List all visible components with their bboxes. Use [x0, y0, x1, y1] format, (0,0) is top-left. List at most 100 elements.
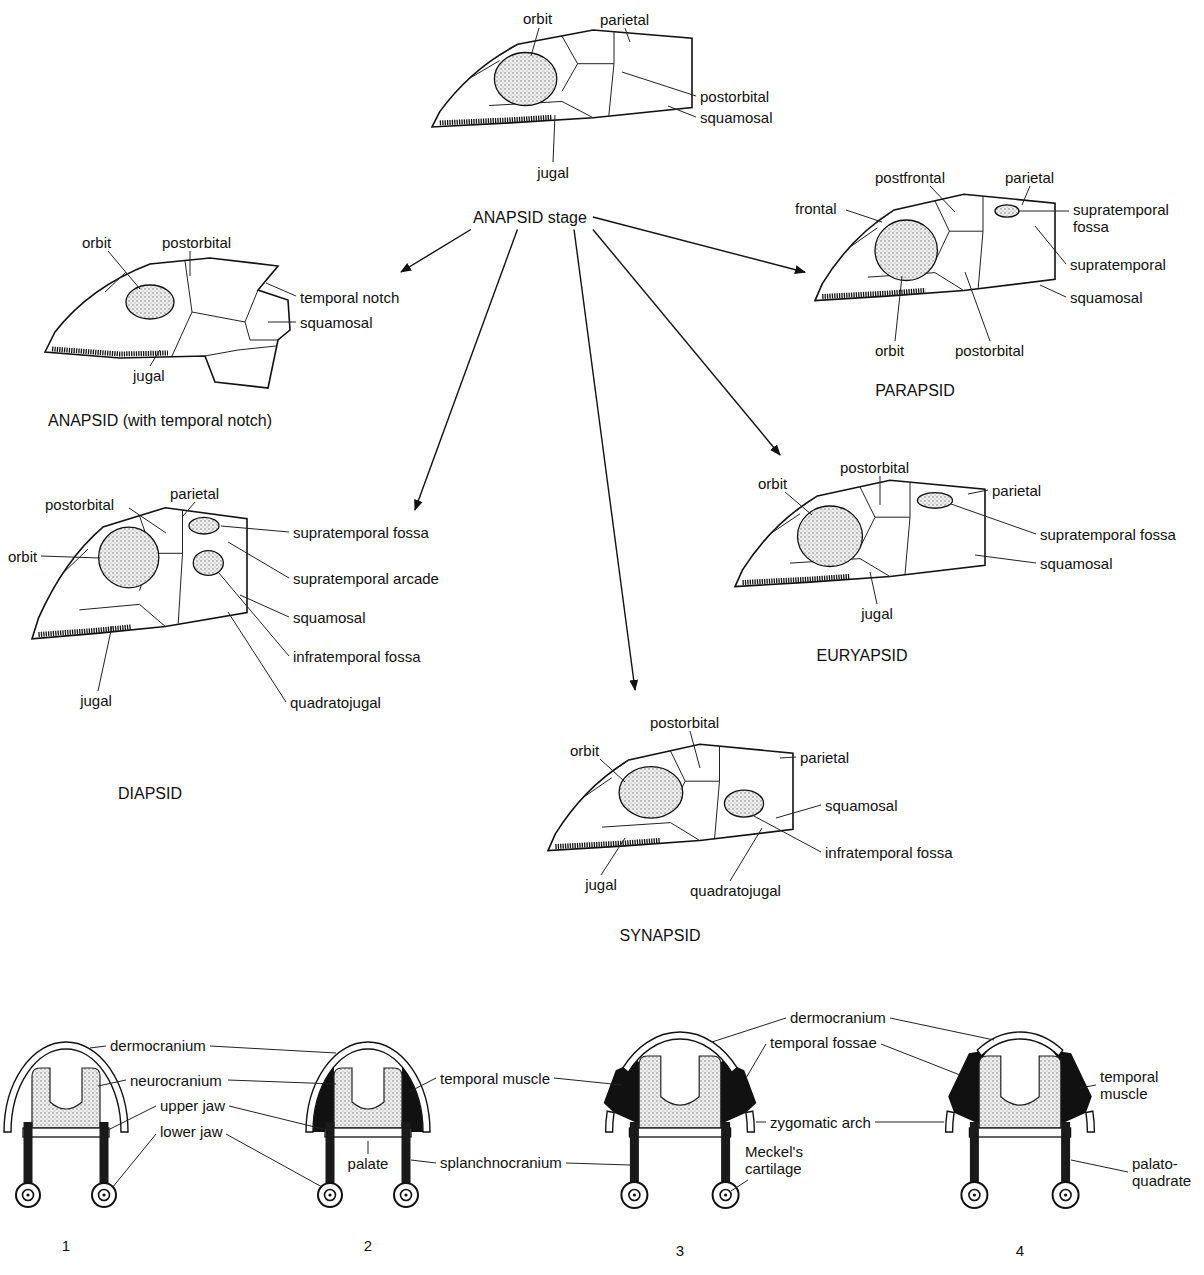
meckel-core [724, 1193, 727, 1196]
arrow-connector [593, 230, 780, 456]
leader-line [968, 490, 988, 494]
leader-line [1040, 285, 1066, 297]
part-label: temporal fossae [770, 1034, 877, 1051]
leader-line [625, 28, 630, 42]
teeth-row [440, 117, 552, 123]
meckel-core [404, 1193, 407, 1196]
orbit-opening [619, 767, 683, 819]
part-label: dermocranium [790, 1009, 886, 1026]
leader-line [895, 276, 902, 341]
leader-line [228, 1080, 336, 1084]
upper-jaw-bar [630, 1122, 639, 1182]
leader-lines [90, 1018, 1128, 1191]
meckel-cartilage [1060, 1190, 1071, 1201]
part-label: postorbital [700, 88, 769, 105]
part-label: upper jaw [160, 1097, 225, 1114]
meckel-cartilage [401, 1190, 412, 1201]
palate-bone [629, 1128, 730, 1137]
part-label: temporal muscle [440, 1070, 550, 1087]
leader-line [1022, 186, 1030, 205]
bone-suture [609, 64, 614, 116]
part-label: orbit [523, 10, 552, 27]
part-label: postorbital [955, 342, 1024, 359]
orbit-opening [99, 527, 159, 588]
part-label: squamosal [825, 797, 898, 814]
skull-outline [432, 30, 692, 127]
skull-cross-section [306, 1042, 430, 1207]
teeth-row [743, 576, 851, 582]
meckel-cartilage [720, 1190, 731, 1201]
leader-line [228, 612, 286, 702]
part-label: jugal [861, 605, 893, 622]
leader-line [98, 1080, 126, 1086]
bone-suture [860, 482, 910, 547]
lower-jaw [961, 1182, 987, 1208]
part-label: postorbital [162, 234, 231, 251]
bone-suture [849, 228, 878, 248]
bone-suture [978, 231, 983, 288]
dermocranium-bone [306, 1042, 430, 1132]
panel-caption: SYNAPSID [620, 926, 701, 945]
meckel-core [26, 1193, 29, 1196]
leader-line [228, 542, 289, 578]
upper-jaw-bar [970, 1122, 979, 1182]
leader-line [190, 251, 191, 276]
leader-line [890, 1018, 994, 1040]
orbit-opening [798, 506, 863, 566]
leader-line [785, 492, 812, 515]
leader-line [150, 350, 160, 366]
lower-jaw [394, 1183, 418, 1207]
bone-suture [105, 272, 126, 292]
leader-line [531, 28, 539, 56]
part-label: parietal [800, 749, 849, 766]
leader-line [846, 210, 882, 222]
upper-jaw-bar [100, 1122, 109, 1183]
skull-panel: SYNAPSID [540, 690, 1020, 950]
arrow-connector [401, 230, 471, 273]
skull-drawing [45, 251, 296, 388]
leader-line [730, 828, 762, 881]
leader-line [752, 815, 821, 852]
skull-outline [735, 480, 985, 586]
part-label: supratemporal arcade [293, 570, 439, 587]
leader-line [776, 805, 821, 818]
upper-jaw-bar [1061, 1122, 1070, 1182]
leader-line [41, 556, 100, 558]
part-label: neurocranium [130, 1072, 222, 1089]
bone-suture [770, 514, 800, 534]
meckel-core [102, 1193, 105, 1196]
meckel-cartilage [629, 1190, 640, 1201]
part-label: parietal [170, 485, 219, 502]
orbit-opening [875, 220, 937, 280]
skull-outline [548, 744, 793, 850]
skull-cross-section [4, 1042, 128, 1207]
bone-suture [84, 527, 103, 546]
neurocranium-block [979, 1056, 1061, 1128]
part-label: postorbital [45, 496, 114, 513]
teeth-row [52, 349, 168, 354]
temporal-fenestra [995, 205, 1019, 217]
part-label: dermocranium [110, 1037, 206, 1054]
figure-number: 2 [364, 1237, 372, 1254]
dermocranium-bone [606, 1111, 614, 1132]
orbit-opening [126, 285, 174, 319]
leader-line [746, 1044, 766, 1078]
part-label: infratemporal fossa [293, 648, 421, 665]
leader-line [229, 1106, 327, 1130]
skull-drawing [432, 28, 696, 162]
part-label: squamosal [1070, 289, 1143, 306]
teeth-row [822, 290, 925, 296]
upper-jaw-bar [24, 1122, 33, 1183]
bone-suture [935, 196, 983, 261]
part-label: squamosal [1040, 555, 1113, 572]
figure-number: 3 [676, 1242, 684, 1259]
leader-line [1035, 226, 1066, 264]
leader-line [566, 1163, 630, 1165]
meckel-cartilage [23, 1190, 34, 1201]
leader-line [112, 1134, 156, 1188]
leader-line [108, 251, 140, 289]
leader-line [756, 1122, 766, 1123]
neurocranium-block [639, 1056, 721, 1128]
